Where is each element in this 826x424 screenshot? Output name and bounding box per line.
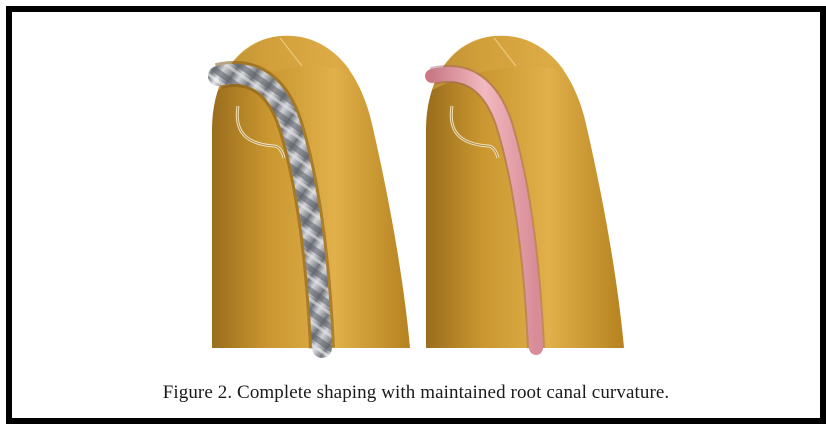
figure-frame: Figure 2. Complete shaping with maintain… <box>6 6 826 424</box>
figure-caption: Figure 2. Complete shaping with maintain… <box>12 382 820 404</box>
figure-illustration <box>12 12 820 418</box>
root-right <box>426 36 624 348</box>
root-left <box>212 36 410 348</box>
